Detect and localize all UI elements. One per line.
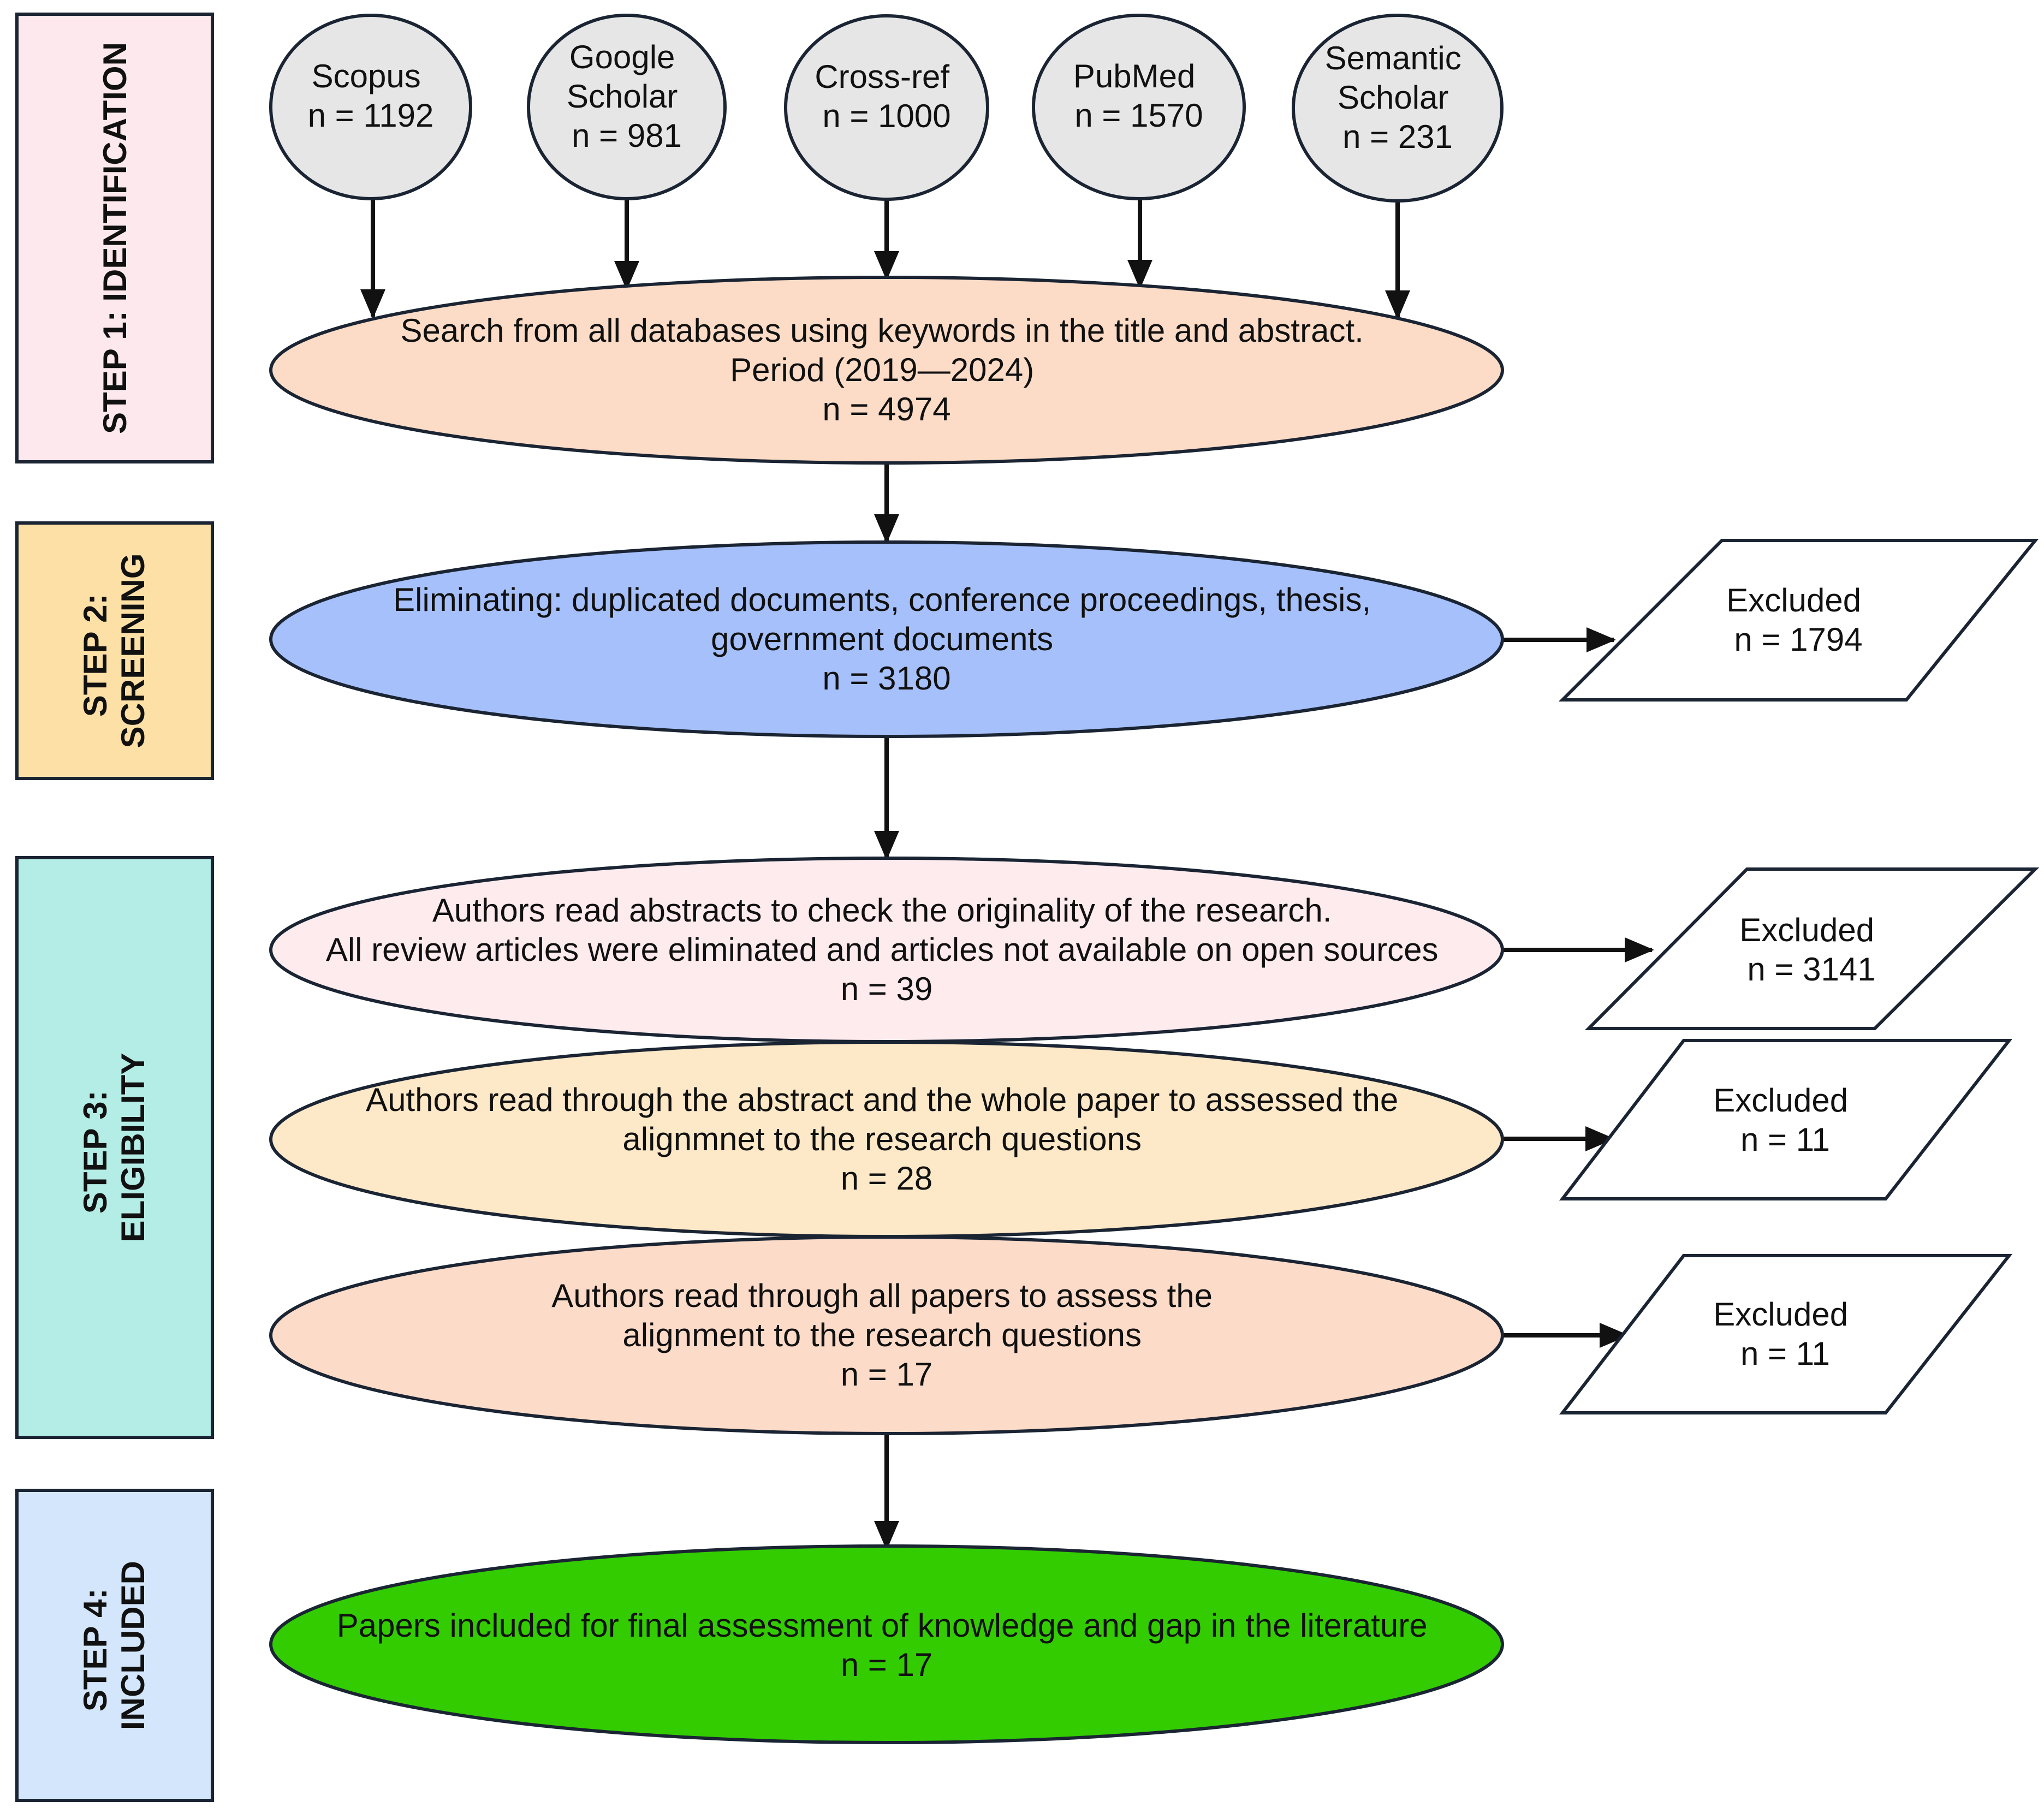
source-label: PubMed n = 1570 [1073,58,1204,134]
stage-label: STEP 4: INCLUDED [77,1561,151,1730]
excluded-label: Excluded n = 11 [1713,1082,1857,1158]
excluded-boxes: Excluded n = 1794 Excluded n = 3141 Excl… [1558,539,2040,1414]
excluded-label: Excluded n = 3141 [1739,912,1883,988]
stage-included: STEP 4: INCLUDED [15,1489,214,1802]
process-label: Papers included for final assessment of … [337,1607,1437,1683]
excluded-node [1584,867,2040,1030]
excluded-label: Excluded n = 1794 [1726,582,1870,658]
process-abstracts-check: Authors read abstracts to check the orig… [269,857,1504,1043]
process-all-papers: Authors read through all papers to asses… [269,1235,1504,1435]
excluded-all-papers: Excluded n = 11 [1559,1254,2013,1414]
excluded-whole-paper: Excluded n = 11 [1559,1039,2013,1200]
excluded-node [1559,1254,2013,1414]
process-included: Papers included for final assessment of … [269,1544,1504,1744]
excluded-screening: Excluded n = 1794 [1558,539,2039,702]
process-node [269,276,1504,465]
source-node [1032,14,1246,200]
process-label: Authors read through the abstract and th… [366,1081,1407,1197]
stage-box [15,856,214,1439]
process-steps: Search from all databases using keywords… [269,276,1504,1744]
source-label: Cross-ref n = 1000 [815,58,958,134]
stage-box [15,521,214,780]
process-node [269,1544,1504,1744]
stage-eligibility: STEP 3: ELIGIBILITY [15,856,214,1439]
process-node [269,1235,1504,1435]
excluded-label: Excluded n = 11 [1713,1296,1857,1372]
source-scopus: Scopus n = 1192 [269,14,472,200]
source-pubmed: PubMed n = 1570 [1032,14,1246,200]
source-label: Google Scholar n = 981 [567,39,687,154]
stage-label: STEP 2: SCREENING [77,554,151,748]
process-label: Eliminating: duplicated documents, confe… [393,581,1380,697]
source-databases: Scopus n = 1192 Google Scholar n = 981 C… [269,14,1504,203]
excluded-node [1559,1039,2013,1200]
source-google-scholar: Google Scholar n = 981 [527,14,727,200]
excluded-node [1558,539,2039,702]
process-label: Authors read abstracts to check the orig… [326,892,1447,1007]
connectors [360,198,1654,1550]
source-node [1292,14,1504,203]
source-label: Scopus n = 1192 [308,58,434,134]
stage-label: STEP 3: ELIGIBILITY [77,1053,151,1243]
stage-label: STEP 1: IDENTIFICATION [97,42,133,434]
process-whole-paper: Authors read through the abstract and th… [269,1041,1504,1238]
stage-box [15,13,214,463]
source-node [527,14,727,200]
source-node [784,14,989,201]
stage-box [15,1489,214,1802]
process-search: Search from all databases using keywords… [269,276,1504,465]
process-label: Authors read through all papers to asses… [551,1277,1221,1393]
stage-labels: STEP 1: IDENTIFICATION STEP 2: SCREENING… [15,13,214,1802]
process-node [269,540,1504,738]
source-semantic-scholar: Semantic Scholar n = 231 [1292,14,1504,203]
excluded-abstracts: Excluded n = 3141 [1584,867,2040,1030]
source-crossref: Cross-ref n = 1000 [784,14,989,201]
stage-screening: STEP 2: SCREENING [15,521,214,780]
process-screening: Eliminating: duplicated documents, confe… [269,540,1504,738]
source-node [269,14,472,200]
stage-identification: STEP 1: IDENTIFICATION [15,13,214,463]
process-label: Search from all databases using keywords… [401,312,1373,427]
source-label: Semantic Scholar n = 231 [1325,40,1471,155]
